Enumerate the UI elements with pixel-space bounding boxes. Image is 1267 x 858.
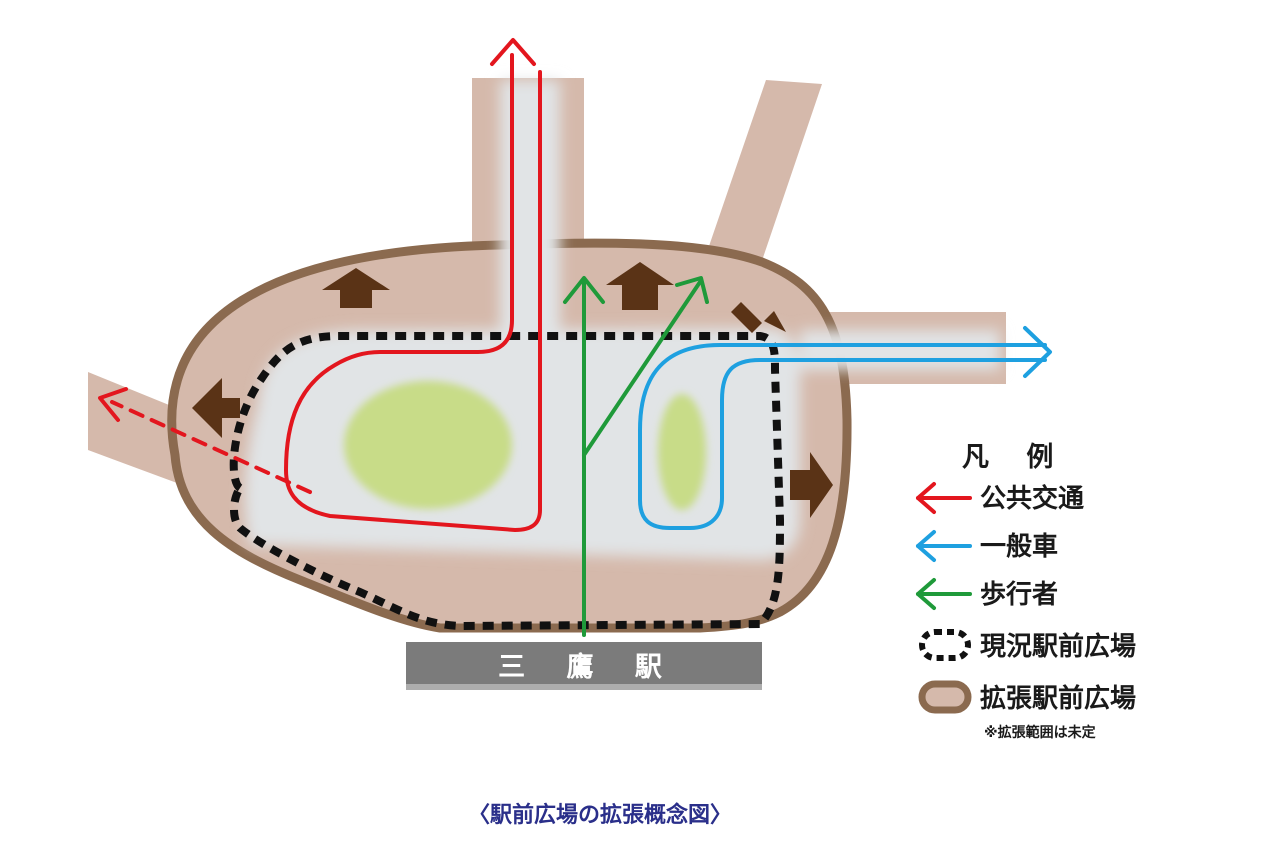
legend-label-existing-plaza: 現況駅前広場 xyxy=(980,631,1136,662)
legend-item-existing-plaza: 現況駅前広場 xyxy=(919,629,1136,662)
station-building: 三 鷹 駅 xyxy=(406,642,762,690)
pedestrian-branch-path xyxy=(582,280,702,457)
legend-note: ※拡張範囲は未定 xyxy=(984,724,1096,741)
legend-item-general-vehicle: 一般車 xyxy=(916,530,1058,562)
expansion-arrow-north-center xyxy=(606,262,674,310)
public-transit-west-dashed xyxy=(110,400,312,494)
existing-plaza-outline xyxy=(229,332,785,631)
pedestrian-arrowhead-north xyxy=(563,276,605,304)
expansion-arrow-north-left xyxy=(322,268,390,308)
legend-blue-arrow-icon xyxy=(916,530,972,562)
expansion-arrow-northeast xyxy=(731,300,786,333)
legend-red-arrow-icon xyxy=(916,482,972,514)
general-vehicle-loop xyxy=(638,343,1047,530)
public-transit-loop xyxy=(284,53,542,532)
public-transit-arrowhead-north xyxy=(490,38,536,66)
expansion-arrows xyxy=(192,262,833,518)
public-transit-arrowhead-west xyxy=(98,387,128,422)
station-bar xyxy=(406,642,762,690)
figure-caption: 〈駅前広場の拡張概念図〉 xyxy=(468,802,732,828)
green-island-right xyxy=(658,394,706,510)
legend-label-pedestrian: 歩行者 xyxy=(980,579,1058,610)
public-transit-routes xyxy=(98,38,542,532)
legend: 凡 例 公共交通 一般車 xyxy=(916,442,1136,741)
pedestrian-arrowhead-northeast xyxy=(675,276,709,304)
general-vehicle-routes xyxy=(638,326,1052,530)
legend-label-general-vehicle: 一般車 xyxy=(980,532,1058,562)
legend-item-public-transit: 公共交通 xyxy=(916,482,1084,514)
general-vehicle-arrowhead-east xyxy=(1023,326,1052,378)
legend-brown-outline-icon xyxy=(918,680,972,714)
legend-dotted-outline-icon xyxy=(919,629,971,661)
legend-item-expanded-plaza: 拡張駅前広場 xyxy=(918,680,1136,714)
legend-title: 凡 例 xyxy=(962,442,1067,473)
legend-item-pedestrian: 歩行者 xyxy=(916,578,1058,610)
station-name: 三 鷹 駅 xyxy=(498,652,678,683)
green-island-left xyxy=(344,381,512,509)
legend-label-public-transit: 公共交通 xyxy=(980,483,1084,514)
legend-green-arrow-icon xyxy=(916,578,972,610)
pedestrian-routes xyxy=(563,276,709,637)
road-northeast xyxy=(696,80,822,290)
legend-label-expanded-plaza: 拡張駅前広場 xyxy=(980,683,1136,714)
expansion-arrow-east xyxy=(790,452,833,518)
expansion-arrow-west xyxy=(192,378,240,438)
